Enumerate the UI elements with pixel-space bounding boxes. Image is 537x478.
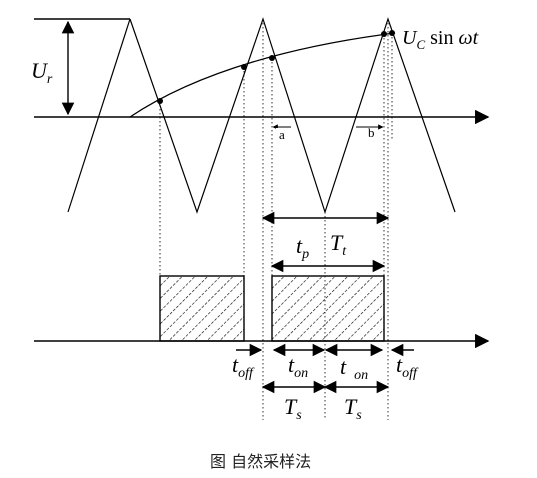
ts-right-label: Ts [344, 394, 362, 423]
projection-lines [159, 19, 393, 420]
t-on-left-label: ton [288, 352, 308, 381]
pwm-pulse-2 [271, 275, 385, 342]
figure-caption: 图 自然采样法 [210, 452, 311, 471]
tp-label: tp [296, 233, 309, 262]
triangular-carrier-wave [129, 17, 456, 214]
carrier-wave-start [67, 18, 131, 213]
t-off-right-label: toff [396, 352, 419, 381]
t-off-left-label: toff [232, 352, 255, 381]
pwm-pulse-1 [159, 275, 245, 342]
ts-left-label: Ts [284, 394, 302, 423]
signal-label: UC sin ωt [402, 27, 479, 52]
mark-a-label: a [279, 127, 285, 142]
tt-label: Tt [330, 230, 347, 259]
ur-label: Ur [31, 58, 53, 87]
mark-a-box [276, 128, 290, 141]
mark-b-label: b [368, 125, 375, 140]
modulating-signal-curve [129, 32, 396, 118]
